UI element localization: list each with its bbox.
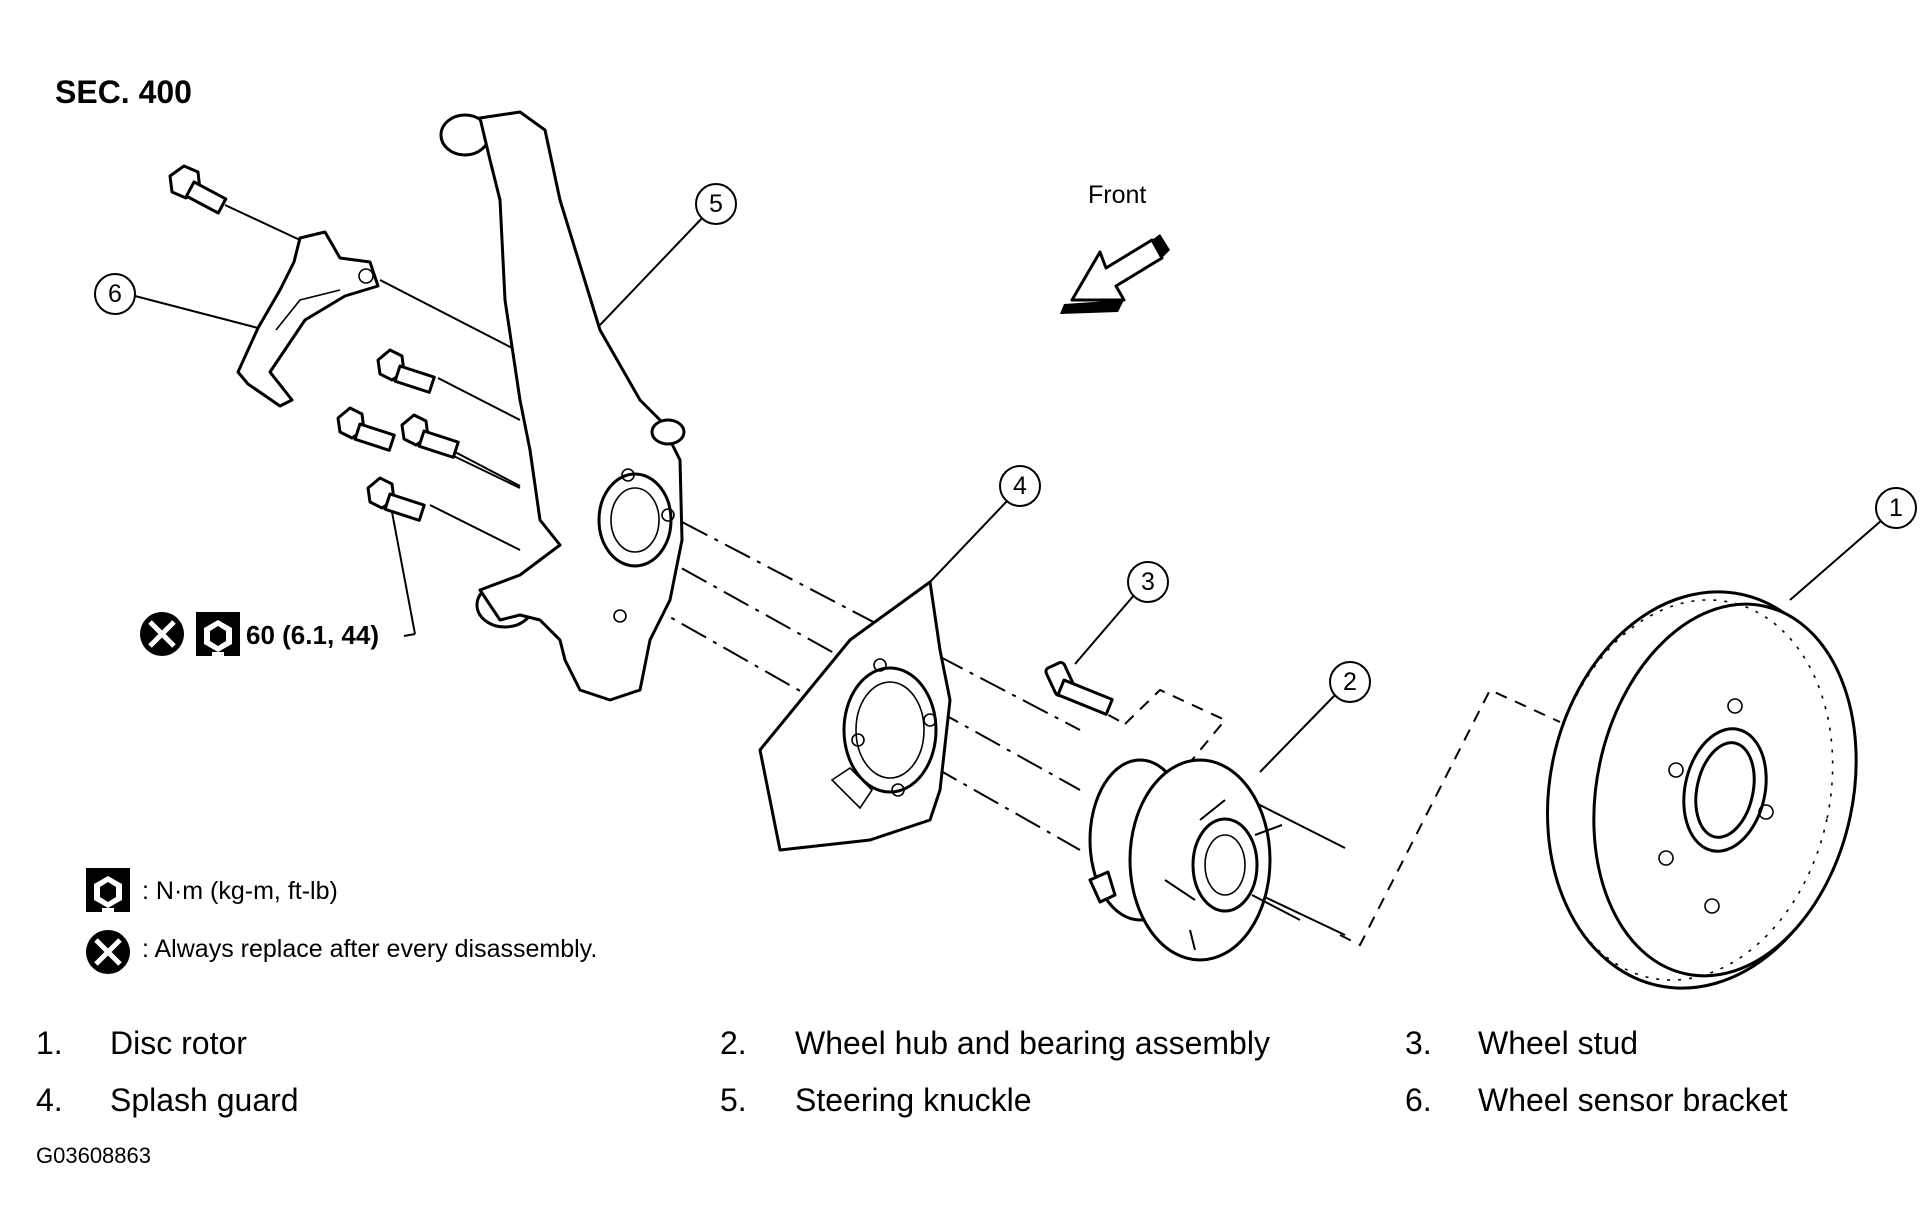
knuckle-bolt: [400, 413, 460, 459]
svg-text:6.: 6.: [1405, 1082, 1432, 1118]
knuckle-bolt: [366, 476, 426, 522]
svg-text:3.: 3.: [1405, 1025, 1432, 1061]
always-replace-icon: [86, 930, 130, 974]
parts-list-item: 6. Wheel sensor bracket: [1405, 1082, 1788, 1118]
callout-3: 3: [1074, 561, 1169, 665]
svg-text:1: 1: [1889, 494, 1903, 522]
front-arrow-icon: [1060, 234, 1170, 314]
wheel-sensor-bracket: [236, 230, 380, 408]
legend: : N·m (kg-m, ft-lb) : Always replace aft…: [86, 868, 597, 974]
parts-list-item: 2. Wheel hub and bearing assembly: [720, 1025, 1270, 1061]
svg-text:3: 3: [1141, 568, 1155, 596]
always-replace-icon: [140, 612, 184, 656]
knuckle-bolts: [336, 348, 460, 522]
callout-2: 2: [1259, 661, 1371, 773]
svg-text:4.: 4.: [36, 1082, 63, 1118]
torque-spec: 60 (6.1, 44): [140, 511, 416, 656]
svg-text:60 (6.1, 44): 60 (6.1, 44): [246, 620, 379, 650]
wheel-stud: [1044, 660, 1114, 716]
svg-text:5.: 5.: [720, 1082, 747, 1118]
callout-6: 6: [94, 273, 259, 329]
svg-text:1.: 1.: [36, 1025, 63, 1061]
svg-text:Wheel hub and bearing assembly: Wheel hub and bearing assembly: [795, 1025, 1270, 1061]
svg-text:6: 6: [108, 280, 122, 308]
callout-4: 4: [929, 465, 1041, 583]
steering-knuckle: [439, 110, 686, 702]
svg-text:Steering knuckle: Steering knuckle: [795, 1082, 1032, 1118]
splash-guard: [758, 580, 952, 852]
parts-list-item: 5. Steering knuckle: [720, 1082, 1032, 1118]
torque-wrench-icon: [86, 868, 130, 912]
svg-text:2: 2: [1343, 668, 1357, 696]
torque-wrench-icon: [196, 612, 240, 656]
knuckle-bolt: [376, 348, 436, 394]
parts-list-item: 3. Wheel stud: [1405, 1025, 1638, 1061]
parts-list-item: 1. Disc rotor: [36, 1025, 247, 1061]
parts-list-item: 4. Splash guard: [36, 1082, 299, 1118]
knuckle-bolt: [336, 406, 396, 452]
front-label: Front: [1088, 181, 1146, 209]
callout-5: 5: [599, 183, 737, 326]
callout-1: 1: [1789, 487, 1917, 601]
disc-rotor: [1545, 590, 1858, 990]
wheel-hub-assembly: [1088, 758, 1301, 962]
svg-text:Wheel sensor bracket: Wheel sensor bracket: [1478, 1082, 1788, 1118]
bracket-bolt: [168, 164, 301, 241]
legend-torque-text: : N·m (kg-m, ft-lb): [142, 877, 338, 905]
svg-text:Splash guard: Splash guard: [110, 1082, 299, 1118]
parts-list: 1. Disc rotor 2. Wheel hub and bearing a…: [36, 1025, 1788, 1118]
svg-text:Wheel stud: Wheel stud: [1478, 1025, 1638, 1061]
svg-text:4: 4: [1013, 472, 1027, 500]
svg-text:2.: 2.: [720, 1025, 747, 1061]
svg-text:5: 5: [709, 190, 723, 218]
section-label: SEC. 400: [55, 74, 192, 110]
legend-replace-text: : Always replace after every disassembly…: [142, 935, 597, 963]
svg-text:Disc rotor: Disc rotor: [110, 1025, 247, 1061]
figure-code: G03608863: [36, 1143, 151, 1168]
